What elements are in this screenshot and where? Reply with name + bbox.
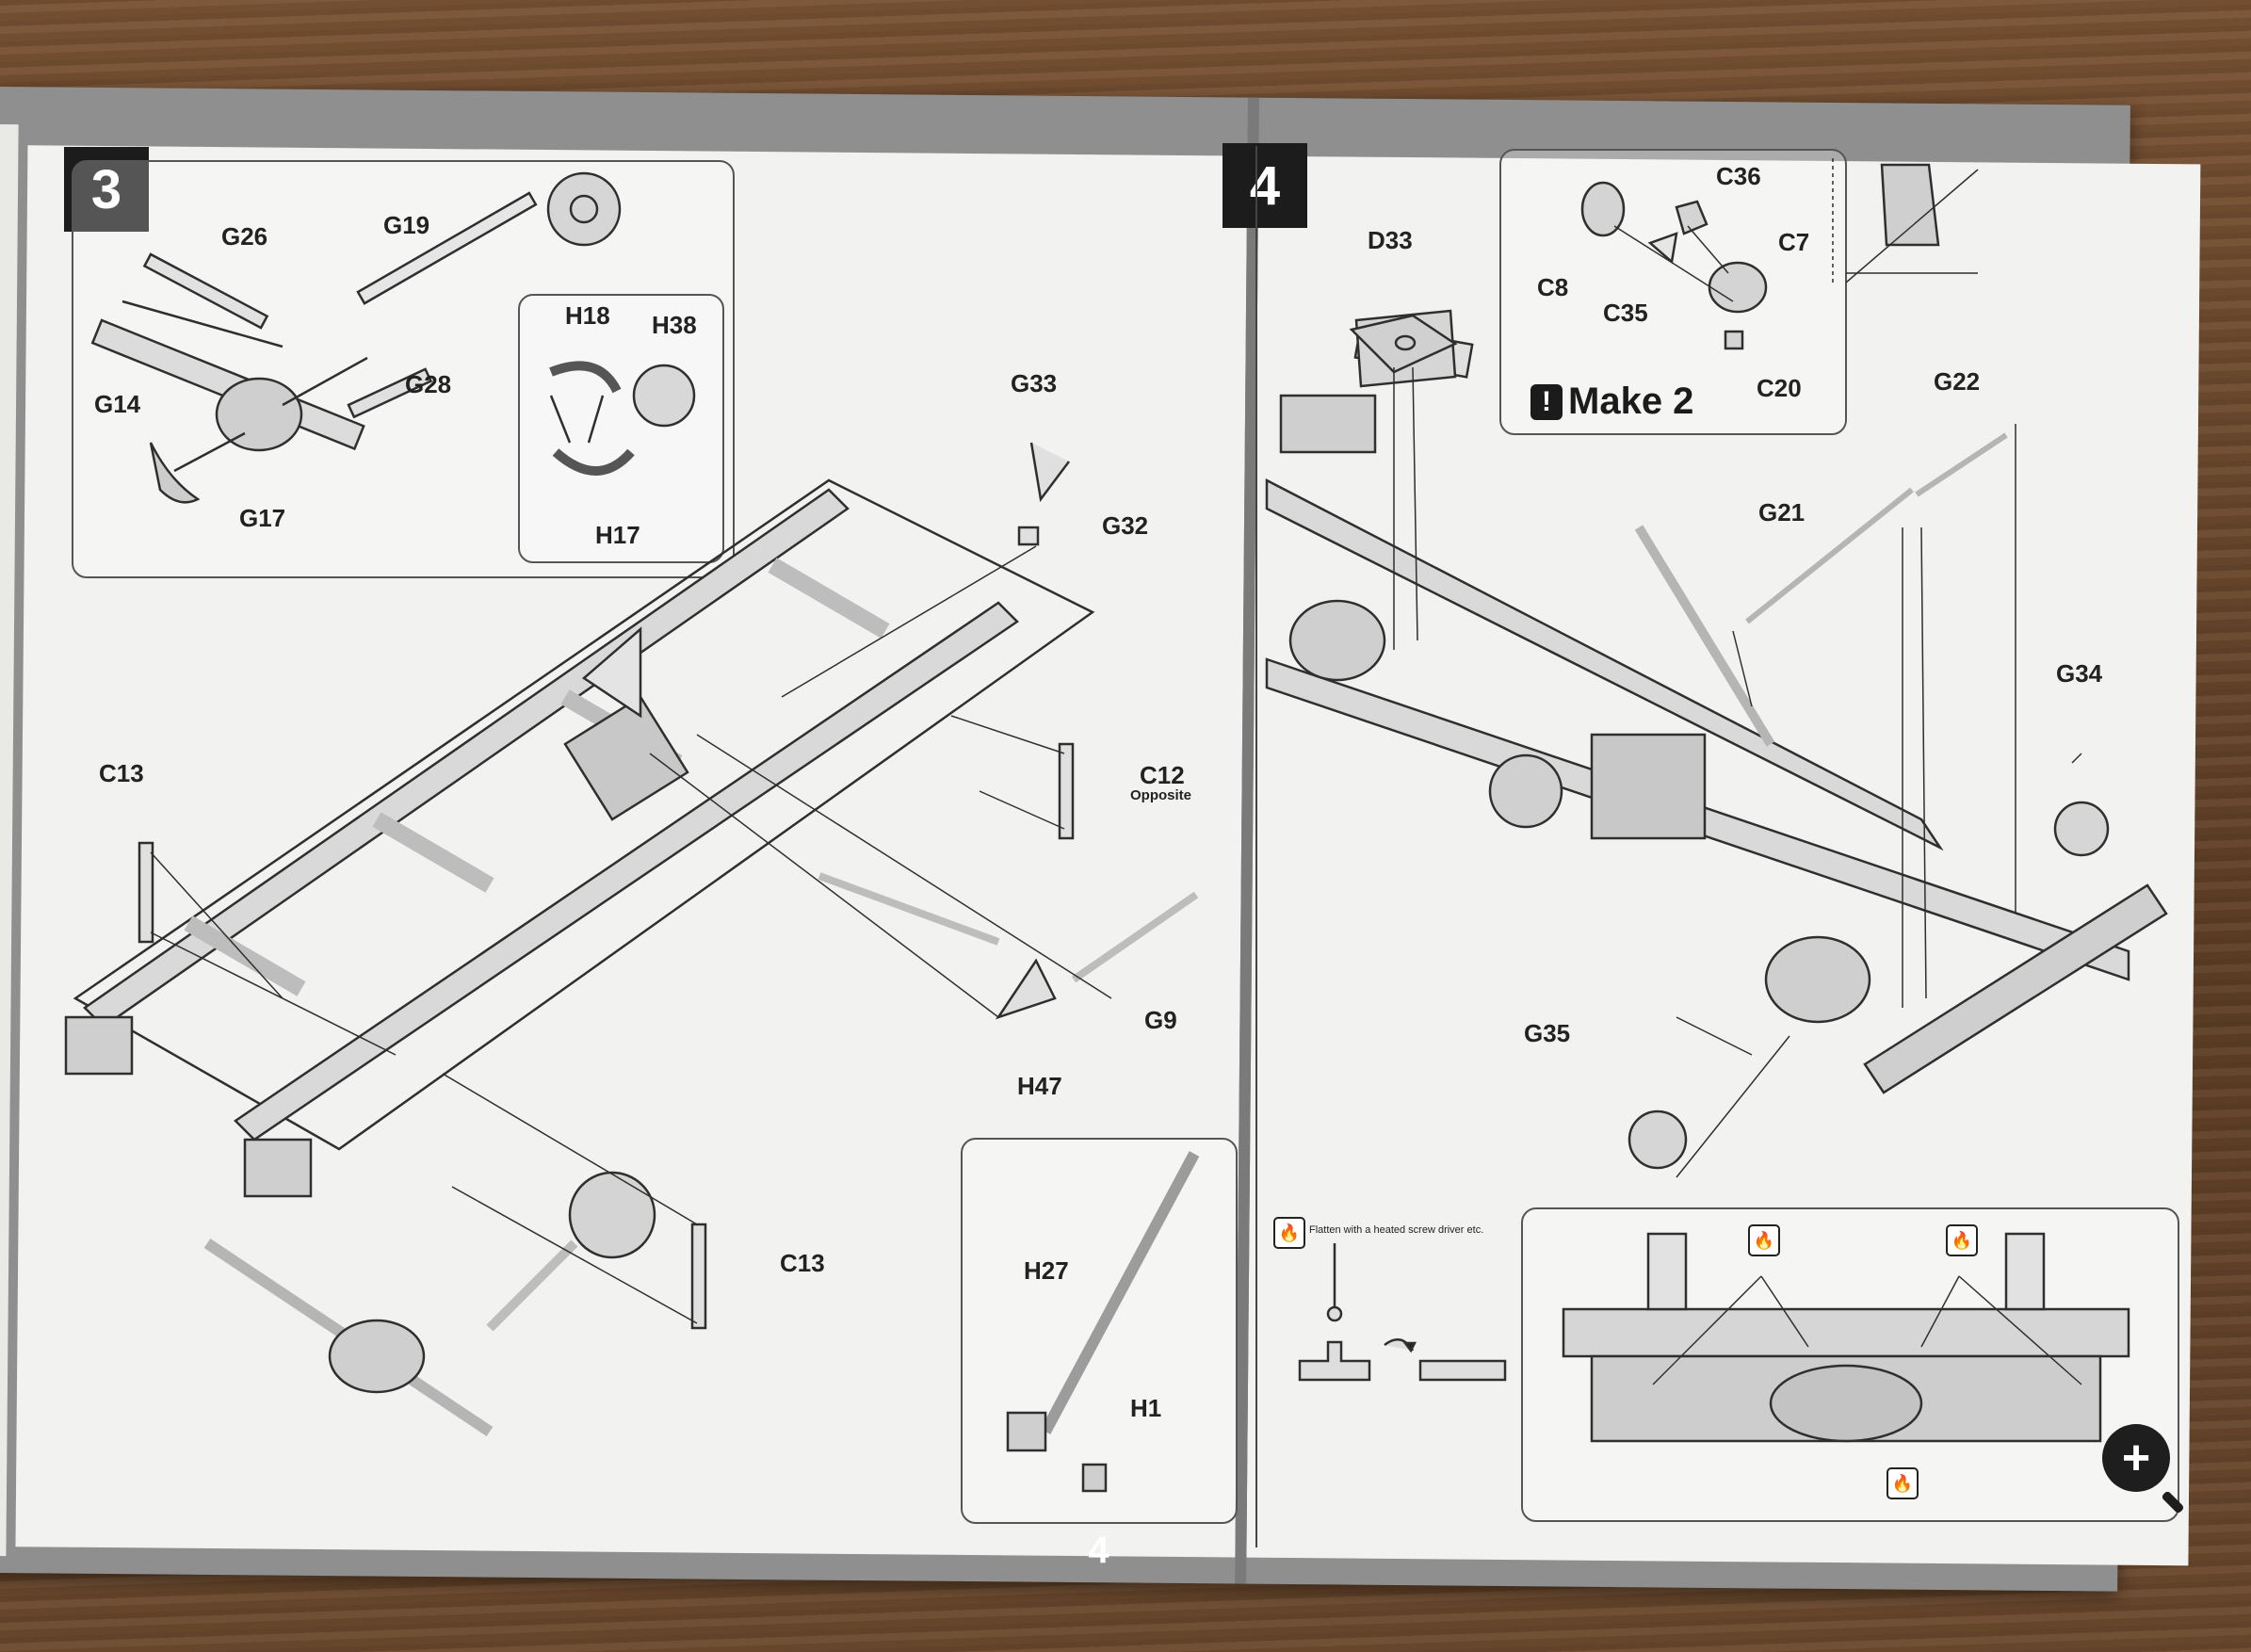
step-divider [1255, 146, 1257, 1547]
part-label-g19: G19 [383, 211, 430, 239]
hub-parts-drawing [1580, 158, 1979, 350]
warning-icon: ! [1530, 383, 1563, 420]
part-label-h47: H47 [1017, 1072, 1062, 1100]
flame-icon: 🔥 [1887, 1467, 1919, 1499]
shocks-step3 [138, 442, 1199, 1330]
flatten-note: Flatten with a heated screw driver etc. [1309, 1224, 1484, 1236]
part-label-g17: G17 [239, 504, 286, 532]
part-label-g14: G14 [94, 390, 141, 418]
part-label-h18: H18 [565, 301, 610, 330]
leader-lines-step3 [150, 545, 1112, 1324]
part-label-c20: C20 [1757, 374, 1802, 402]
step-4-badge: 4 [1223, 143, 1307, 228]
zoom-in-icon[interactable]: + [2102, 1424, 2170, 1492]
flame-icon: 🔥 [1748, 1224, 1780, 1256]
chassis-frame-step3 [64, 478, 1095, 1436]
steering-column-drawing [1006, 1151, 1200, 1493]
part-label-h17: H17 [595, 521, 640, 549]
part-label-g21: G21 [1758, 498, 1806, 526]
flame-icon: 🔥 [1946, 1224, 1978, 1256]
rear-axle-drawing [90, 171, 622, 504]
make-2-note: ! Make 2 [1530, 381, 1693, 423]
part-label-c12-note: Opposite [1130, 787, 1192, 803]
flame-icon: 🔥 [1273, 1217, 1305, 1249]
part-label-c36: C36 [1716, 162, 1761, 190]
part-label-c13-bottom: C13 [780, 1249, 825, 1277]
brake-shoe-drawing [549, 361, 696, 476]
underside-detail-drawing [1562, 1232, 2130, 1443]
part-label-c7: C7 [1778, 228, 1810, 256]
part-label-c8: C8 [1537, 273, 1569, 301]
part-label-h1: H1 [1130, 1394, 1162, 1422]
part-label-g26: G26 [221, 222, 268, 251]
part-label-g33: G33 [1011, 369, 1058, 397]
flatten-diagram [1298, 1243, 1507, 1382]
part-label-c35: C35 [1603, 299, 1648, 327]
part-label-h38: H38 [652, 311, 697, 339]
d33-plate-drawing [1349, 314, 1458, 374]
part-label-d33: D33 [1368, 226, 1413, 254]
make-2-text: Make 2 [1568, 381, 1694, 422]
part-label-c13-top: C13 [99, 759, 144, 787]
part-label-h27: H27 [1024, 1256, 1069, 1285]
part-label-g35: G35 [1524, 1019, 1571, 1047]
brake-shoe-subassembly-frame [518, 294, 724, 563]
part-label-g22: G22 [1934, 367, 1981, 396]
part-label-g32: G32 [1102, 511, 1149, 540]
leader-lines-step4 [1393, 366, 2082, 1178]
part-label-c12: C12 [1140, 761, 1185, 789]
part-label-g34: G34 [2056, 659, 2103, 688]
part-label-g9: G9 [1144, 1006, 1177, 1034]
chassis-frame-step4 [1265, 309, 2168, 1170]
part-label-g28: G28 [405, 370, 452, 398]
